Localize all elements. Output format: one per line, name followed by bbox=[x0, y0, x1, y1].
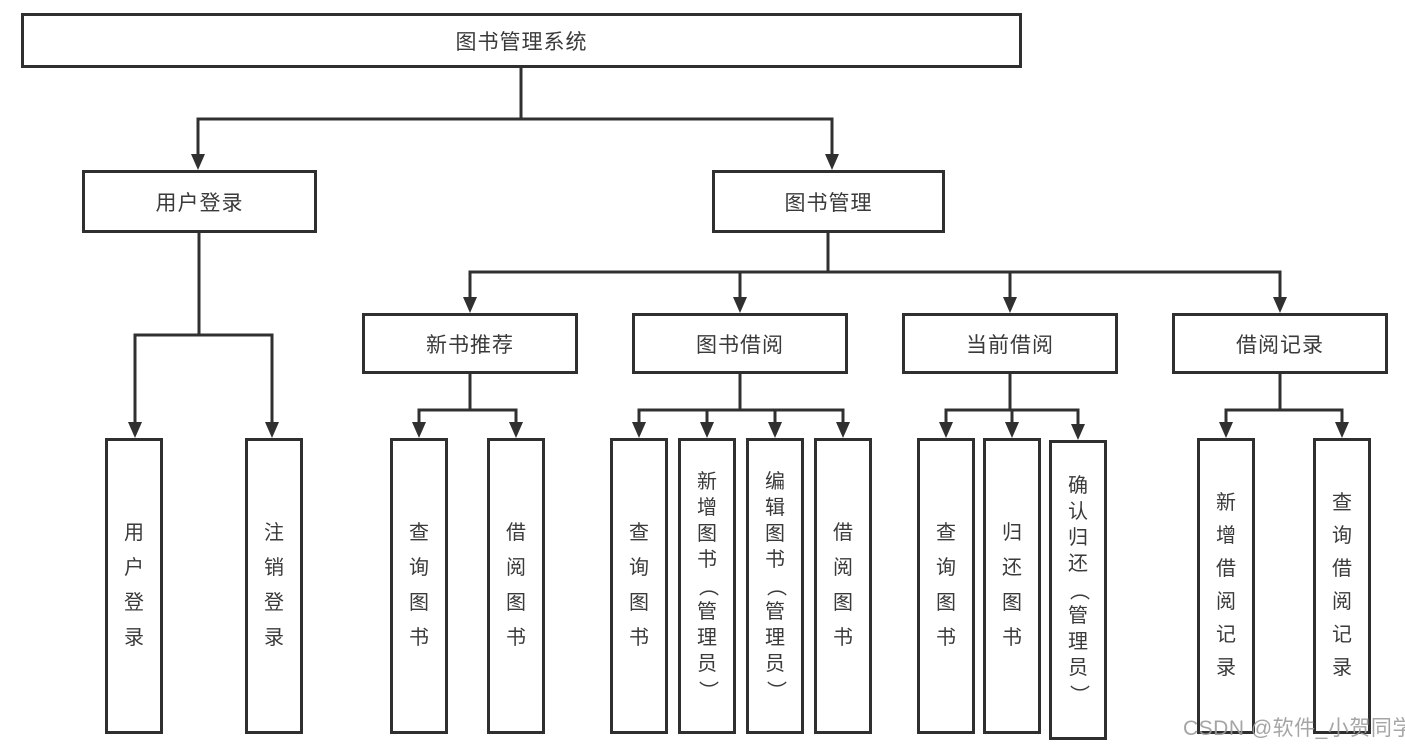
node-label: 借阅记录 bbox=[1236, 333, 1324, 357]
node-label: 新书推荐 bbox=[426, 333, 514, 357]
leaf-label: 新增图书（管理员） bbox=[696, 470, 719, 700]
leaf-label: 编辑图书（管理员） bbox=[764, 470, 787, 700]
leaf-borrow-edit-books-admin: 编辑图书（管理员） bbox=[746, 438, 804, 734]
leaf-label: 用户登录 bbox=[124, 522, 144, 649]
leaf-label: 查询借阅记录 bbox=[1332, 492, 1352, 679]
leaf-label: 确认归还（管理员） bbox=[1067, 474, 1090, 704]
leaf-user-login: 用户登录 bbox=[105, 438, 163, 734]
node-label: 图书借阅 bbox=[696, 333, 784, 357]
csdn-watermark: CSDN @软件_小贺同学 bbox=[1183, 717, 1405, 740]
leaf-current-query-books: 查询图书 bbox=[917, 438, 975, 734]
leaf-recommend-borrow-books: 借阅图书 bbox=[487, 438, 545, 734]
leaf-label: 查询图书 bbox=[629, 522, 649, 649]
node-root-system: 图书管理系统 bbox=[21, 13, 1022, 68]
leaf-borrow-borrow-books: 借阅图书 bbox=[814, 438, 872, 734]
leaf-label: 新增借阅记录 bbox=[1216, 492, 1236, 679]
node-label: 当前借阅 bbox=[966, 333, 1054, 357]
leaf-label: 查询图书 bbox=[409, 522, 429, 649]
leaf-recommend-query-books: 查询图书 bbox=[390, 438, 448, 734]
leaf-borrow-query-books: 查询图书 bbox=[610, 438, 668, 734]
node-user-login: 用户登录 bbox=[82, 170, 317, 233]
node-book-borrow: 图书借阅 bbox=[632, 313, 848, 374]
node-book-management: 图书管理 bbox=[712, 170, 945, 233]
leaf-current-confirm-return-admin: 确认归还（管理员） bbox=[1049, 440, 1107, 740]
leaf-logout: 注销登录 bbox=[245, 438, 303, 734]
leaf-records-add-record: 新增借阅记录 bbox=[1197, 438, 1255, 734]
node-new-book-recommend: 新书推荐 bbox=[362, 313, 578, 374]
leaf-label: 查询图书 bbox=[936, 522, 956, 649]
leaf-label: 归还图书 bbox=[1002, 522, 1022, 649]
leaf-label: 注销登录 bbox=[264, 522, 284, 649]
leaf-records-query-record: 查询借阅记录 bbox=[1313, 438, 1371, 734]
node-label: 用户登录 bbox=[155, 191, 244, 215]
node-label: 图书管理系统 bbox=[455, 30, 588, 54]
leaf-current-return-books: 归还图书 bbox=[983, 438, 1041, 734]
node-current-borrow: 当前借阅 bbox=[902, 313, 1118, 374]
leaf-label: 借阅图书 bbox=[506, 522, 526, 649]
node-borrow-records: 借阅记录 bbox=[1172, 313, 1388, 374]
leaf-label: 借阅图书 bbox=[833, 522, 853, 649]
node-label: 图书管理 bbox=[784, 191, 873, 215]
leaf-borrow-add-books-admin: 新增图书（管理员） bbox=[678, 438, 736, 734]
